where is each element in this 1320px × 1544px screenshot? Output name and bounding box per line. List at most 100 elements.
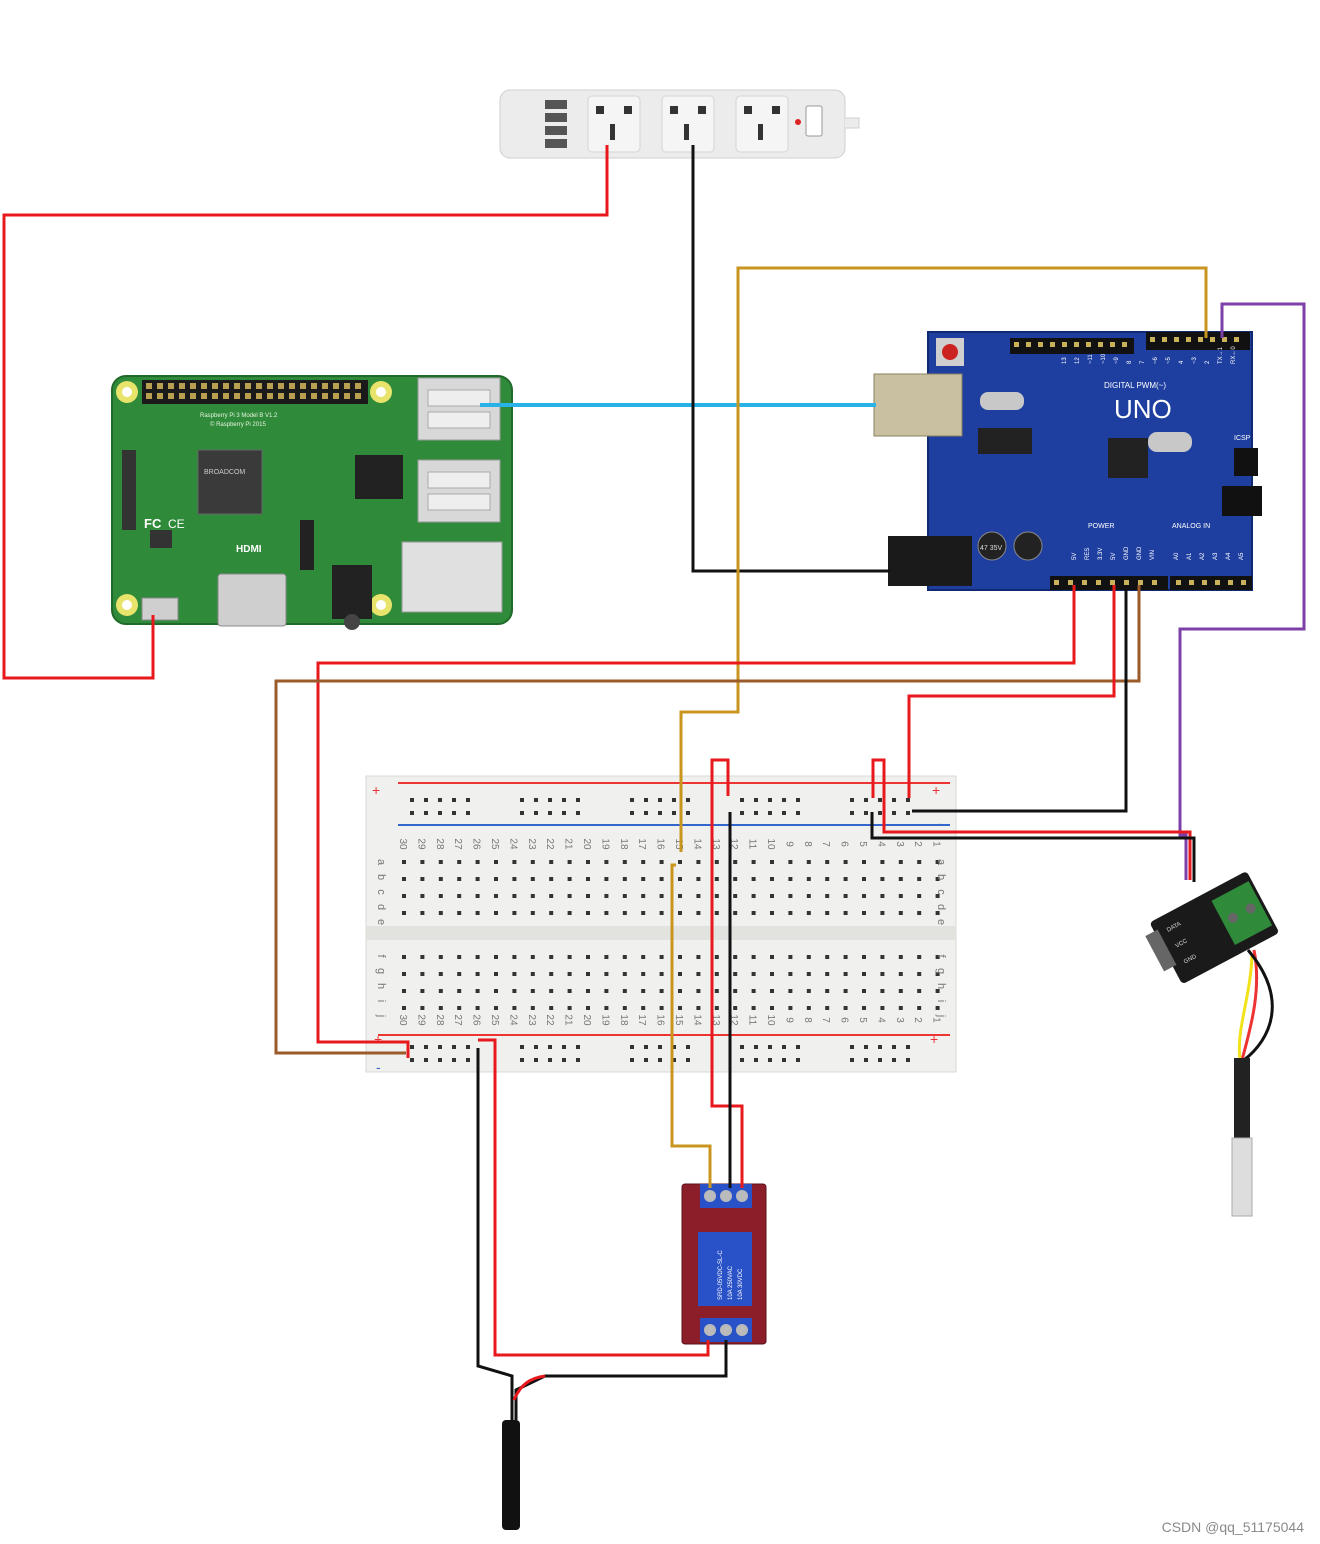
gpio-pin <box>234 393 240 399</box>
terminal-hole <box>862 894 866 898</box>
terminal-hole <box>806 955 811 959</box>
column-number: 24 <box>507 838 518 850</box>
terminal-hole <box>604 860 609 864</box>
uno-analog-pin-label: A5 <box>1239 552 1245 560</box>
terminal-hole <box>788 1006 793 1010</box>
terminal-hole <box>438 1006 443 1010</box>
micro-usb-power-port <box>141 597 179 621</box>
heater-live-wire <box>478 1038 710 1357</box>
rail-hole <box>768 1058 772 1062</box>
column-number: 26 <box>471 1014 482 1026</box>
gpio-pin <box>289 393 295 399</box>
rail-hole <box>520 1058 524 1062</box>
terminal-hole <box>438 894 443 898</box>
row-letter: b <box>375 874 387 880</box>
uno-digital-pin-label: 8 <box>1127 360 1133 364</box>
rail-hole <box>466 798 470 802</box>
terminal-hole <box>420 972 425 976</box>
power-strip <box>499 89 860 159</box>
rail-hole <box>740 798 744 802</box>
gpio-pin <box>212 393 218 399</box>
terminal-hole <box>935 894 940 898</box>
terminal-hole <box>862 955 866 959</box>
rail-hole <box>548 1045 552 1049</box>
header-pin <box>1234 337 1239 342</box>
column-number: 7 <box>820 1017 831 1023</box>
gpio-pin <box>157 383 163 389</box>
terminal-hole <box>862 860 866 864</box>
gpio-pin <box>179 393 185 399</box>
terminal-hole <box>586 955 590 959</box>
rail-hole <box>644 798 648 802</box>
terminal-hole <box>586 894 590 898</box>
terminal-hole <box>457 911 462 915</box>
terminal-hole <box>770 972 774 976</box>
uno-digital-pin-label: 2 <box>1205 360 1211 364</box>
terminal-hole <box>880 911 885 915</box>
gpio-pin <box>322 393 328 399</box>
terminal-hole <box>475 911 480 915</box>
terminal-hole <box>843 955 848 959</box>
terminal-hole <box>402 1006 406 1010</box>
terminal-hole <box>512 894 517 898</box>
rail-hole <box>754 811 758 815</box>
row-letter: j <box>935 1014 947 1017</box>
terminal-hole <box>862 911 866 915</box>
terminal-hole <box>935 955 940 959</box>
uno-analog-pin-label: A3 <box>1213 552 1219 560</box>
terminal-hole <box>751 989 756 993</box>
rail-hole <box>562 811 566 815</box>
header-pin <box>1110 342 1115 347</box>
rail-hole <box>438 798 442 802</box>
rail-hole <box>892 1058 896 1062</box>
gpio-pin <box>190 383 196 389</box>
hdmi-label: HDMI <box>236 544 262 555</box>
column-number: 30 <box>397 1014 408 1026</box>
column-number: 23 <box>526 1014 537 1026</box>
gpio-pin <box>311 393 317 399</box>
rail-hole <box>768 1045 772 1049</box>
reset-button[interactable] <box>942 344 958 360</box>
row-letter: i <box>375 1000 387 1002</box>
uno-power-pin-label: 3.3V <box>1098 548 1104 560</box>
terminal-hole <box>714 911 719 915</box>
rail-5v-wire <box>907 585 1116 798</box>
column-number: 14 <box>691 838 702 850</box>
rail-hole <box>796 1045 800 1049</box>
row-letter: c <box>375 889 387 895</box>
header-pin <box>1189 580 1194 585</box>
gpio-pin <box>212 383 218 389</box>
column-number: 5 <box>857 1017 868 1023</box>
terminal-hole <box>567 955 572 959</box>
header-pin <box>1176 580 1181 585</box>
probe-cable <box>1234 1058 1250 1138</box>
uno-digital-label: DIGITAL PWM(~) <box>1104 381 1166 390</box>
column-number: 29 <box>415 838 426 850</box>
terminal-hole <box>402 911 406 915</box>
column-number: 12 <box>728 838 739 850</box>
terminal-hole <box>659 1006 664 1010</box>
gpio-pin <box>256 393 262 399</box>
gpio-pin <box>278 393 284 399</box>
terminal-hole <box>567 860 572 864</box>
column-number: 19 <box>599 838 610 850</box>
row-letter: j <box>375 1014 387 1017</box>
rail-plus-top-right: + <box>932 782 940 798</box>
sensor-data-wire <box>1178 302 1306 880</box>
terminal-hole <box>641 1006 646 1010</box>
terminal-hole <box>788 860 793 864</box>
rail-hole <box>424 811 428 815</box>
uno-power-pin-label: 5V <box>1072 553 1078 560</box>
terminal-hole <box>420 894 425 898</box>
uno-digital-pin-label: 13 <box>1062 357 1068 364</box>
terminal-hole <box>898 877 903 881</box>
row-letter: a <box>375 859 387 866</box>
row-letter: b <box>935 874 947 880</box>
header-pin <box>1198 337 1203 342</box>
power-switch[interactable] <box>805 105 823 137</box>
terminal-hole <box>917 972 922 976</box>
rail-hole <box>644 1058 648 1062</box>
uno-digital-pin-label: 12 <box>1075 357 1081 364</box>
terminal-hole <box>825 877 830 881</box>
terminal-hole <box>549 877 554 881</box>
